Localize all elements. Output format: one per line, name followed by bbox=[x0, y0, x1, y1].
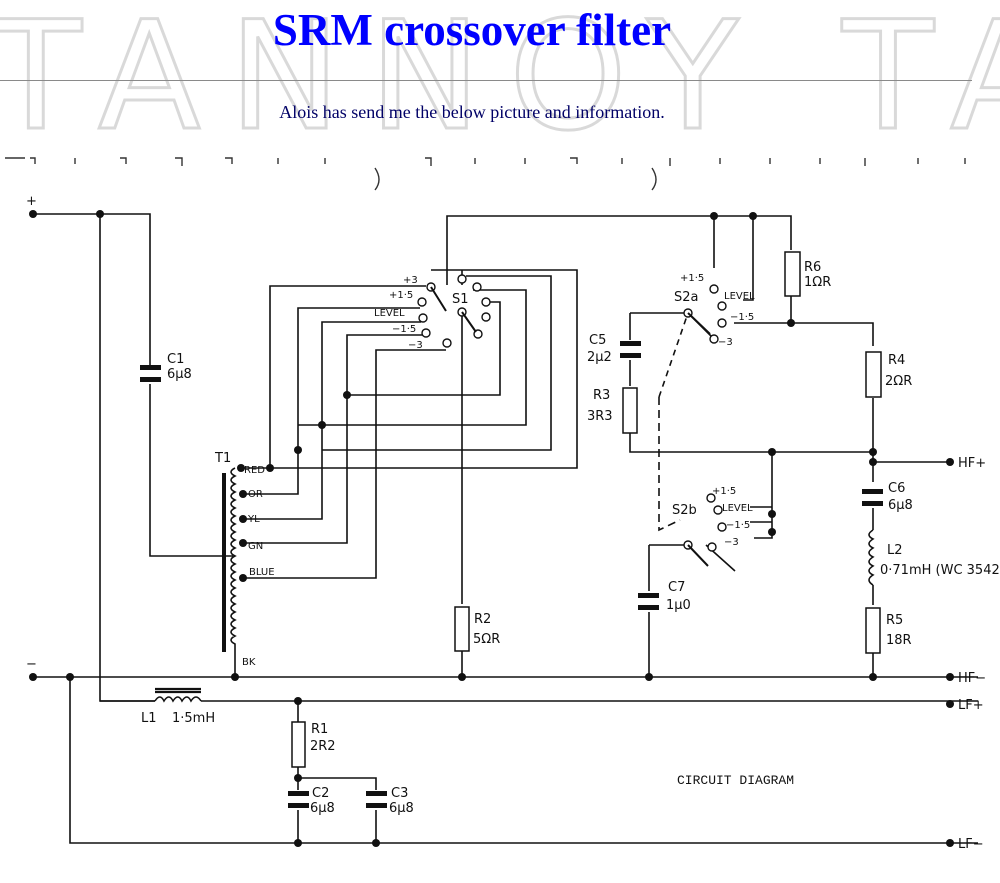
c2-ref: C2 bbox=[312, 786, 329, 801]
s2b-pos-level: LEVEL bbox=[722, 503, 753, 514]
s1-ref: S1 bbox=[452, 292, 469, 307]
resistors bbox=[291, 251, 882, 768]
t1-tap-yl: YL bbox=[247, 514, 260, 525]
s2b-pos-minus3: −3 bbox=[724, 537, 739, 548]
l1-value: 1·5mH bbox=[172, 711, 215, 726]
s2a-ref: S2a bbox=[674, 290, 699, 305]
junction-dots bbox=[29, 210, 954, 847]
r4-value: 2ΩR bbox=[885, 374, 912, 389]
switch-contacts bbox=[417, 274, 727, 552]
resistor-r5 bbox=[865, 607, 881, 654]
inductors bbox=[154, 467, 875, 703]
r4-ref: R4 bbox=[888, 353, 905, 368]
r5-value: 18R bbox=[886, 633, 912, 648]
resistor-r4 bbox=[865, 351, 882, 398]
scan-artifacts bbox=[5, 157, 966, 191]
l2-ref: L2 bbox=[887, 543, 903, 558]
inductor-l1 bbox=[154, 696, 202, 703]
s2a-pos-minus15: −1·5 bbox=[730, 312, 754, 323]
switch-wipers bbox=[430, 286, 711, 567]
c6-ref: C6 bbox=[888, 481, 905, 496]
tannoy-watermark: TANNOY TANN bbox=[0, 0, 1000, 140]
capacitor-plates bbox=[140, 341, 883, 808]
resistor-r6 bbox=[784, 251, 801, 297]
c5-value: 2µ2 bbox=[587, 350, 612, 365]
l2-value: 0·71mH (WC 3542 bbox=[880, 563, 1000, 578]
t1-tap-gn: GN bbox=[248, 541, 263, 552]
terminal-in-plus: + bbox=[26, 194, 37, 209]
terminal-hf-plus: HF+ bbox=[958, 456, 986, 471]
r6-value: 1ΩR bbox=[804, 275, 831, 290]
s2b-ref: S2b bbox=[672, 503, 697, 518]
c1-value: 6µ8 bbox=[167, 367, 192, 382]
s2a-pos-plus15: +1·5 bbox=[680, 273, 704, 284]
s1-pos-plus15: +1·5 bbox=[389, 290, 413, 301]
t1-tap-or: OR bbox=[248, 489, 263, 500]
r3-value: 3R3 bbox=[587, 409, 613, 424]
watermark-text: TANNOY TANN bbox=[0, 0, 1000, 140]
terminal-in-minus: − bbox=[26, 657, 37, 672]
c2-value: 6µ8 bbox=[310, 801, 335, 816]
horizontal-rule bbox=[0, 80, 972, 81]
l1-ref: L1 bbox=[141, 711, 157, 726]
r2-value: 5ΩR bbox=[473, 632, 500, 647]
c5-ref: C5 bbox=[589, 333, 606, 348]
r5-ref: R5 bbox=[886, 613, 903, 628]
t1-tap-bk: BK bbox=[242, 657, 256, 668]
r6-ref: R6 bbox=[804, 260, 821, 275]
s1-pos-level: LEVEL bbox=[374, 308, 405, 319]
labels: + − HF+ HF− LF+ LF− C1 6µ8 T1 RED OR YL … bbox=[26, 194, 1000, 852]
s1-pos-minus15: −1·5 bbox=[392, 324, 416, 335]
circuit-schematic: + − HF+ HF− LF+ LF− C1 6µ8 T1 RED OR YL … bbox=[5, 157, 1000, 852]
wires bbox=[5, 157, 978, 844]
c6-value: 6µ8 bbox=[888, 498, 913, 513]
diagram-caption: CIRCUIT DIAGRAM bbox=[677, 773, 794, 788]
s1-pos-minus3: −3 bbox=[408, 340, 423, 351]
r1-value: 2R2 bbox=[310, 739, 336, 754]
c7-ref: C7 bbox=[668, 580, 685, 595]
s1-pos-plus3: +3 bbox=[403, 275, 418, 286]
t1-tap-red: RED bbox=[244, 465, 265, 476]
t1-tap-blue: BLUE bbox=[249, 567, 275, 578]
resistor-r2 bbox=[454, 606, 470, 652]
s2b-pos-plus15: +1·5 bbox=[712, 486, 736, 497]
r1-ref: R1 bbox=[311, 722, 328, 737]
terminal-hf-minus: HF− bbox=[958, 671, 986, 686]
t1-ref: T1 bbox=[214, 451, 231, 466]
c7-value: 1µ0 bbox=[666, 598, 691, 613]
resistor-r1 bbox=[291, 721, 306, 768]
r2-ref: R2 bbox=[474, 612, 491, 627]
terminal-lf-minus: LF− bbox=[958, 837, 984, 852]
resistor-r3 bbox=[622, 387, 638, 434]
s2b-pos-minus15: −1·5 bbox=[726, 520, 750, 531]
c3-ref: C3 bbox=[391, 786, 408, 801]
intro-text: Alois has send me the below picture and … bbox=[279, 102, 665, 122]
c3-value: 6µ8 bbox=[389, 801, 414, 816]
transformer-t1-winding bbox=[230, 467, 237, 677]
r3-ref: R3 bbox=[593, 388, 610, 403]
s2a-pos-level: LEVEL bbox=[724, 291, 755, 302]
inductor-l2 bbox=[868, 529, 875, 586]
s2a-pos-minus3: −3 bbox=[718, 337, 733, 348]
page-title: SRM crossover filter bbox=[272, 5, 672, 55]
terminal-lf-plus: LF+ bbox=[958, 698, 984, 713]
c1-ref: C1 bbox=[167, 352, 184, 367]
